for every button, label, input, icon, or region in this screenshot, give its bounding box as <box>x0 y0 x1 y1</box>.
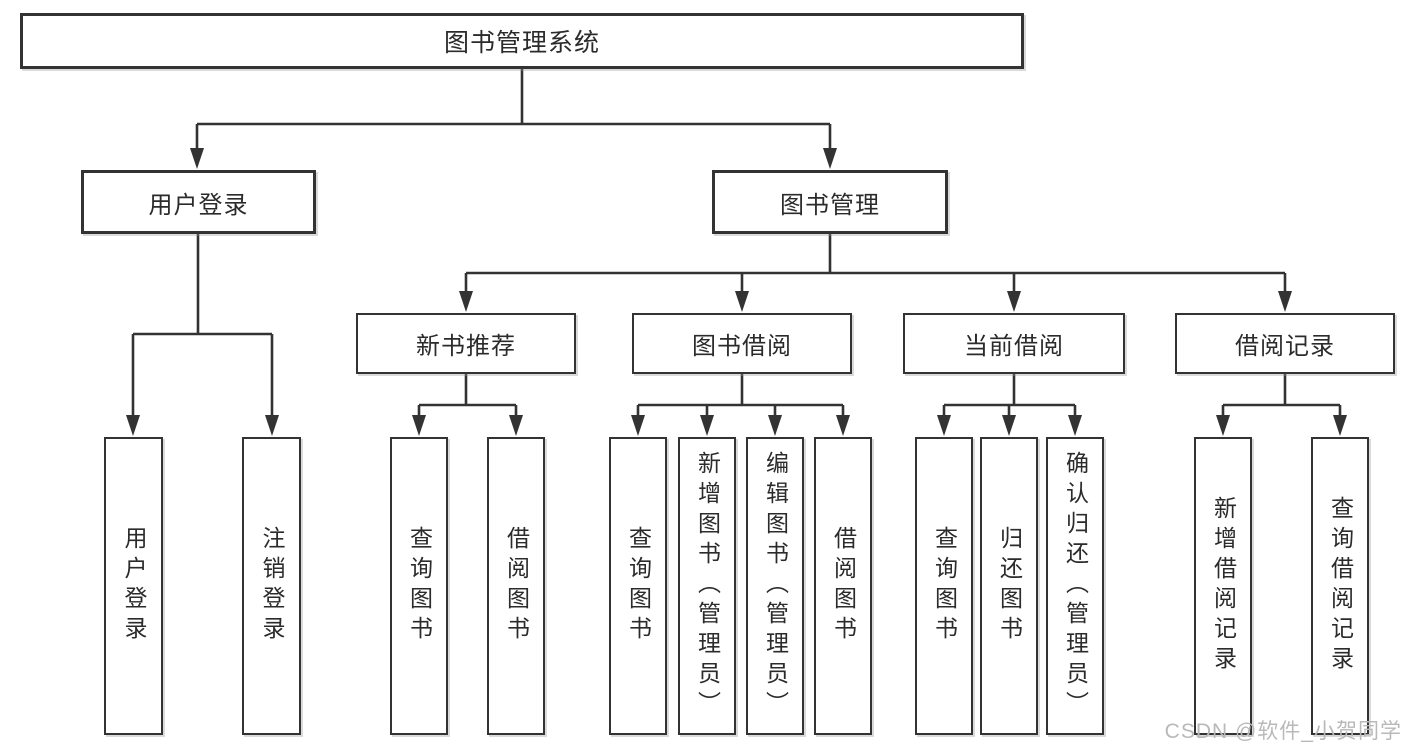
node-label: 确认归还（管理员） <box>1062 451 1089 721</box>
leaf-logout: 注销登录 <box>242 437 301 735</box>
node-label: 查询图书 <box>625 526 652 646</box>
leaf-add-borrow-record: 新增借阅记录 <box>1194 437 1252 735</box>
leaf-query-books-borrowing: 查询图书 <box>609 437 667 735</box>
node-new-book-recommend: 新书推荐 <box>356 313 576 374</box>
node-label: 查询图书 <box>931 526 958 646</box>
leaf-borrow-book: 借阅图书 <box>814 437 872 735</box>
node-label: 图书管理系统 <box>443 29 600 57</box>
node-label: 新增借阅记录 <box>1210 496 1237 676</box>
node-label: 查询借阅记录 <box>1327 496 1354 676</box>
node-label: 归还图书 <box>996 526 1023 646</box>
node-label: 新增图书（管理员） <box>694 451 721 721</box>
node-library-management-system: 图书管理系统 <box>20 13 1024 69</box>
leaf-borrow-books-recommend: 借阅图书 <box>487 437 545 735</box>
node-label: 注销登录 <box>259 526 285 646</box>
node-label: 用户登录 <box>148 191 249 219</box>
node-label: 当前借阅 <box>964 333 1064 360</box>
node-label: 借阅图书 <box>503 526 530 646</box>
leaf-query-borrow-record: 查询借阅记录 <box>1311 437 1369 735</box>
leaf-edit-book-admin: 编辑图书（管理员） <box>746 437 804 735</box>
node-book-management: 图书管理 <box>712 170 948 234</box>
node-label: 编辑图书（管理员） <box>762 451 789 721</box>
leaf-return-book: 归还图书 <box>980 437 1038 735</box>
node-book-borrowing: 图书借阅 <box>632 313 852 374</box>
node-label: 借阅记录 <box>1235 333 1335 360</box>
node-label: 用户登录 <box>121 526 147 646</box>
leaf-add-book-admin: 新增图书（管理员） <box>678 437 736 735</box>
node-user-login: 用户登录 <box>81 170 316 234</box>
leaf-query-books-current: 查询图书 <box>915 437 973 735</box>
leaf-query-books-recommend: 查询图书 <box>390 437 448 735</box>
csdn-watermark: CSDN @软件_小贺同学 <box>1164 720 1402 743</box>
node-label: 图书借阅 <box>692 333 792 360</box>
node-label: 新书推荐 <box>416 333 516 360</box>
node-current-borrowing: 当前借阅 <box>903 313 1125 374</box>
leaf-confirm-return-admin: 确认归还（管理员） <box>1046 437 1104 735</box>
node-borrow-records: 借阅记录 <box>1175 313 1395 374</box>
node-label: 图书管理 <box>780 191 880 219</box>
leaf-user-login: 用户登录 <box>104 437 163 735</box>
node-label: 查询图书 <box>406 526 433 646</box>
node-label: 借阅图书 <box>830 526 857 646</box>
